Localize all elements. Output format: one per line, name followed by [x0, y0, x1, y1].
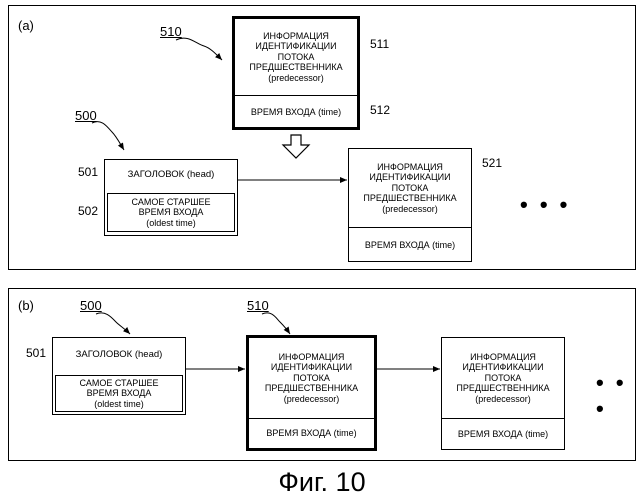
- leader-500-b: [96, 313, 130, 334]
- leader-500-a: [92, 122, 124, 150]
- move-down-arrow: [283, 135, 309, 158]
- leader-510-b: [262, 313, 290, 334]
- leader-510-a: [176, 38, 222, 60]
